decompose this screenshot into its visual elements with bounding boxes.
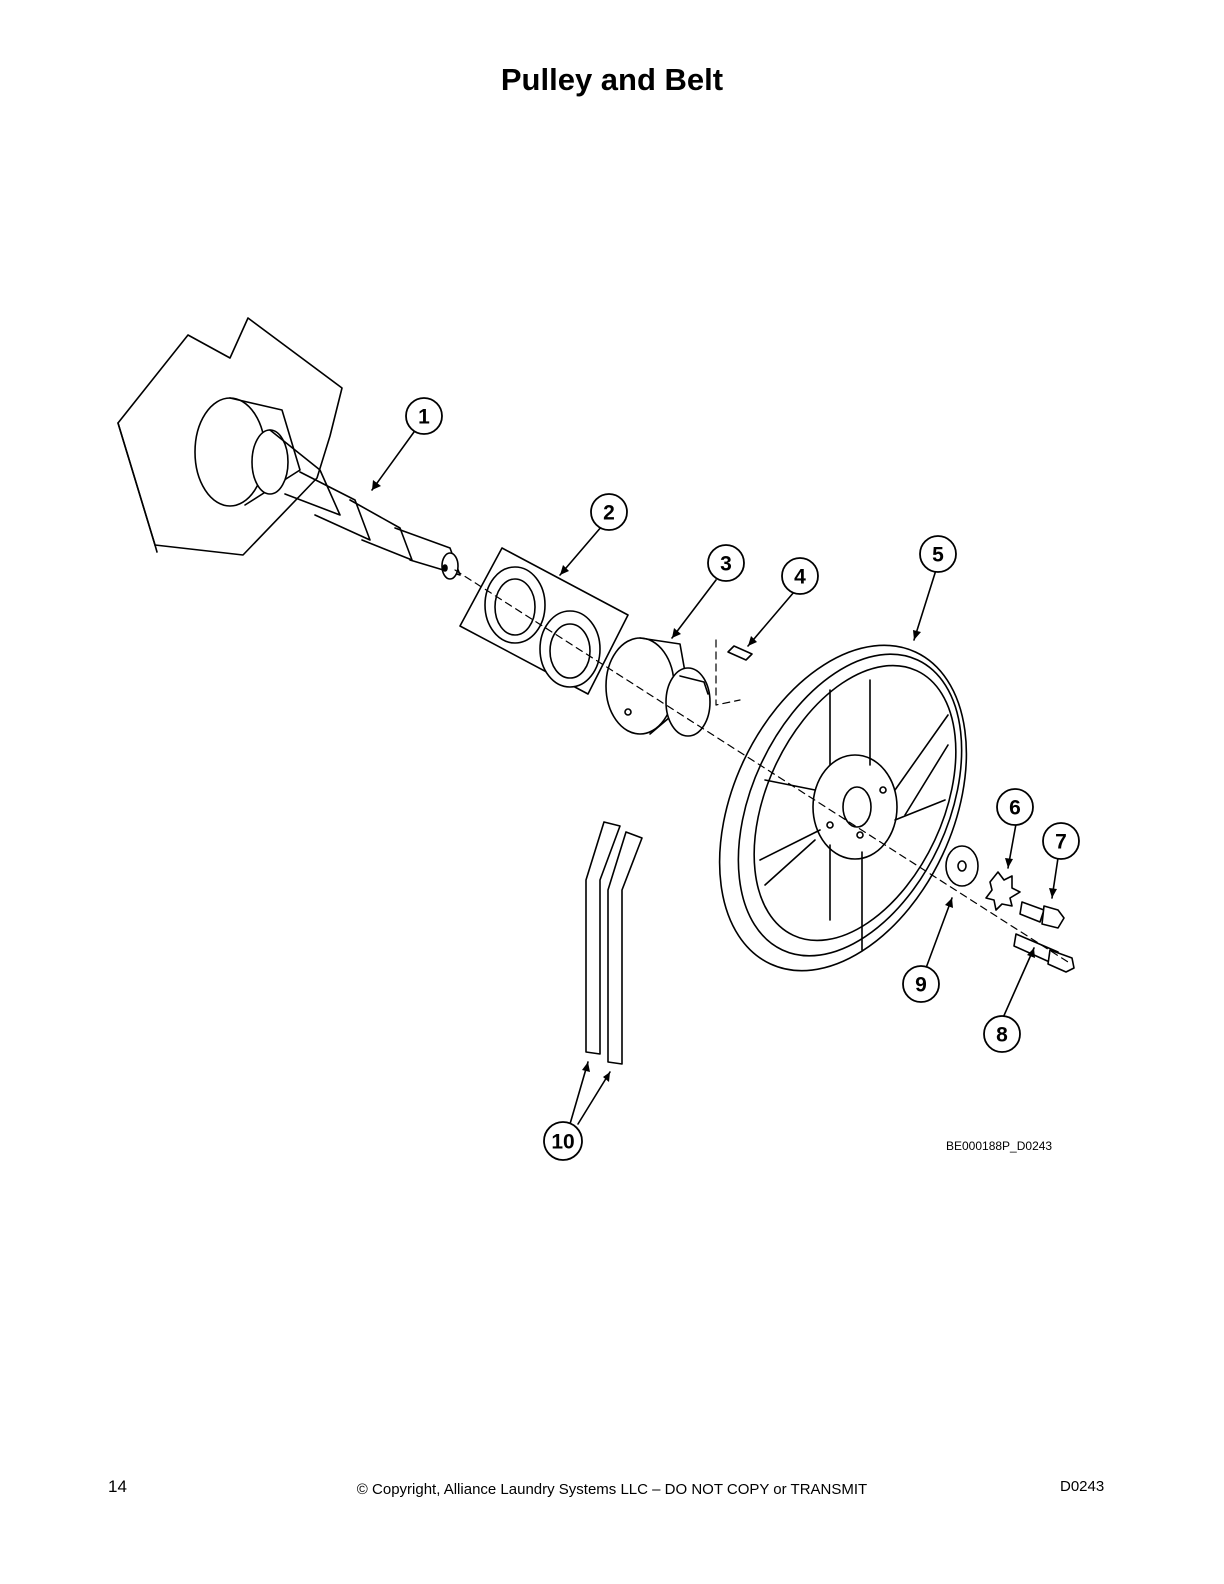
pulley-wheel-part-5 bbox=[718, 644, 968, 972]
callout-5: 5 bbox=[932, 544, 944, 567]
callout-8: 8 bbox=[996, 1024, 1008, 1047]
callout-4: 4 bbox=[794, 566, 806, 589]
callout-9: 9 bbox=[915, 974, 927, 997]
shaft-part-1 bbox=[194, 397, 461, 580]
screw-part-8 bbox=[1013, 933, 1075, 973]
callout-circles bbox=[405, 397, 1080, 1161]
footer-copyright: © Copyright, Alliance Laundry Systems LL… bbox=[356, 1481, 868, 1498]
footer-page-number: 14 bbox=[108, 1477, 127, 1496]
page-title: Pulley and Belt bbox=[500, 62, 724, 97]
bushing-part-3 bbox=[605, 637, 711, 737]
bolt-part-7 bbox=[1019, 901, 1065, 929]
lock-washer-part-6 bbox=[985, 871, 1021, 911]
bearing-set-part-2 bbox=[459, 547, 629, 695]
key-part-4 bbox=[727, 645, 753, 661]
callout-leaders bbox=[371, 431, 1059, 1125]
assembly-centerlines bbox=[454, 569, 1069, 963]
callout-6: 6 bbox=[1009, 797, 1021, 820]
callout-3: 3 bbox=[720, 553, 732, 576]
callout-7: 7 bbox=[1055, 831, 1067, 854]
callout-10: 10 bbox=[551, 1131, 574, 1154]
belts-part-10 bbox=[585, 821, 643, 1065]
washer-part-9 bbox=[945, 845, 979, 887]
drawing-code: BE000188P_D0243 bbox=[946, 1139, 1053, 1153]
footer-doc-code: D0243 bbox=[1060, 1478, 1105, 1495]
callout-2: 2 bbox=[603, 502, 615, 525]
callout-1: 1 bbox=[418, 406, 430, 429]
